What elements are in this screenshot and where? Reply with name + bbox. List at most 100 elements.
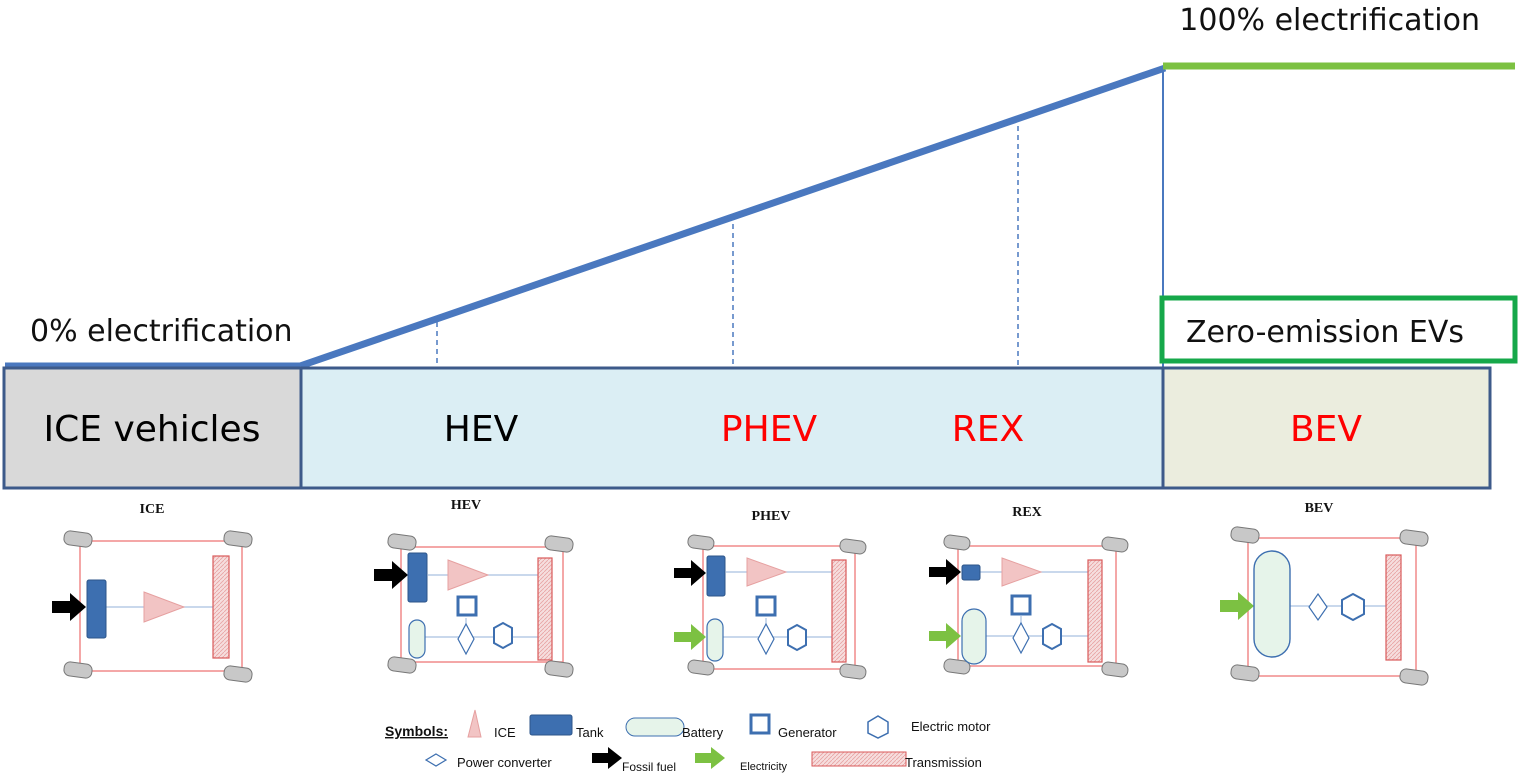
rex-label: REX — [952, 409, 1024, 450]
rex-vehicle-schematic: REX — [929, 505, 1129, 678]
wheel — [387, 533, 417, 551]
electric-motor — [1042, 622, 1062, 651]
wheel — [1230, 526, 1260, 544]
transmission — [537, 557, 553, 661]
legend-power-converter-icon — [424, 753, 448, 767]
battery — [1253, 550, 1291, 658]
legend-electricity-label: Electricity — [740, 761, 788, 773]
zero-emission-box — [1159, 295, 1518, 364]
wheel — [1101, 661, 1129, 678]
wheel — [544, 660, 574, 678]
transmission — [1385, 554, 1402, 661]
wheel — [687, 534, 715, 551]
wheel — [1399, 668, 1429, 686]
power-converter — [1012, 621, 1030, 655]
legend-generator-icon — [749, 713, 771, 735]
bev-label: BEV — [1290, 409, 1362, 450]
legend-tank-label: Tank — [576, 725, 604, 740]
legend-power-converter-label: Power converter — [457, 755, 552, 770]
ice-engine — [143, 591, 186, 623]
electric-motor — [787, 623, 807, 652]
battery — [706, 618, 724, 662]
vehicle-frame — [400, 546, 564, 663]
fossil-fuel-arrow — [674, 560, 706, 586]
legend-tank-icon — [529, 714, 573, 736]
transmission — [831, 559, 847, 663]
wheel — [223, 530, 253, 548]
bev-vehicle-title: BEV — [1305, 501, 1334, 516]
wheel — [63, 661, 93, 679]
legend-transmission-label: Transmission — [905, 755, 982, 770]
power-converter — [757, 622, 775, 656]
legend-fossil-fuel-icon — [592, 747, 622, 769]
wheel — [223, 665, 253, 683]
wheel — [1230, 664, 1260, 682]
electric-motor — [493, 621, 513, 650]
bev-vehicle-schematic: BEV — [1220, 501, 1429, 686]
legend-heading: Symbols: — [385, 723, 448, 739]
ice-engine — [746, 557, 788, 587]
ice-vehicle-title: ICE — [140, 502, 165, 517]
power-converter — [457, 622, 475, 656]
phev-label: PHEV — [721, 409, 818, 450]
legend-battery-icon — [625, 717, 685, 737]
transmission — [212, 555, 230, 659]
ice-engine — [1001, 557, 1043, 587]
ice-vehicles-label: ICE vehicles — [44, 409, 261, 450]
power-converter — [1308, 592, 1328, 622]
wheel — [1399, 529, 1429, 547]
rex-vehicle-title: REX — [1012, 505, 1042, 520]
phev-vehicle-title: PHEV — [752, 509, 791, 524]
zero-emission-label: Zero-emission EVs — [1186, 315, 1464, 350]
fossil-fuel-arrow — [374, 561, 408, 589]
wheel — [687, 659, 715, 676]
symbols-legend: Symbols: ICE Tank Battery Generator Elec… — [385, 709, 991, 774]
tank — [86, 579, 107, 639]
fossil-fuel-arrow — [929, 559, 961, 585]
vehicle-frame — [957, 545, 1117, 667]
electricity-arrow — [929, 623, 961, 649]
battery — [961, 608, 987, 665]
fossil-fuel-arrow — [52, 593, 86, 621]
electric-motor — [1341, 592, 1365, 622]
battery — [408, 619, 426, 659]
vehicle-frame — [702, 545, 856, 670]
ramp-line — [298, 64, 1167, 370]
wheel — [544, 535, 574, 553]
ice-engine — [447, 559, 490, 591]
ice-vehicle-schematic: ICE — [52, 502, 253, 683]
legend-battery-label: Battery — [682, 725, 724, 740]
legend-transmission-icon — [811, 751, 907, 767]
wheel — [943, 658, 971, 675]
electricity-arrow — [1220, 592, 1254, 620]
wheel — [943, 534, 971, 551]
bev-category-box — [1161, 366, 1492, 490]
legend-generator-label: Generator — [778, 725, 837, 740]
generator — [1010, 594, 1032, 616]
category-band: ICE vehicles HEV PHEV REX BEV — [2, 366, 1492, 490]
wheel — [1101, 536, 1129, 553]
legend-ice-icon — [467, 709, 482, 738]
hev-vehicle-title: HEV — [451, 498, 481, 513]
tank — [407, 552, 428, 603]
legend-electricity-icon — [695, 747, 725, 769]
legend-electric-motor-icon — [867, 715, 889, 739]
phev-vehicle-schematic: PHEV — [674, 509, 867, 680]
legend-fossil-fuel-label: Fossil fuel — [622, 760, 676, 774]
tank — [961, 564, 981, 581]
transmission — [1087, 559, 1103, 663]
wheel — [839, 663, 867, 680]
generator — [755, 595, 777, 617]
hundred-percent-label: 100% electrification — [1179, 3, 1480, 38]
wheel — [839, 538, 867, 555]
generator — [456, 595, 478, 617]
electrification-curve — [5, 62, 1515, 370]
legend-ice-label: ICE — [494, 725, 516, 740]
legend-electric-motor-label: Electric motor — [911, 719, 991, 734]
zero-percent-label: 0% electrification — [30, 314, 293, 349]
wheel — [63, 530, 93, 548]
tank — [706, 555, 726, 597]
electricity-arrow — [674, 624, 706, 650]
hev-vehicle-schematic: HEV — [374, 498, 574, 678]
